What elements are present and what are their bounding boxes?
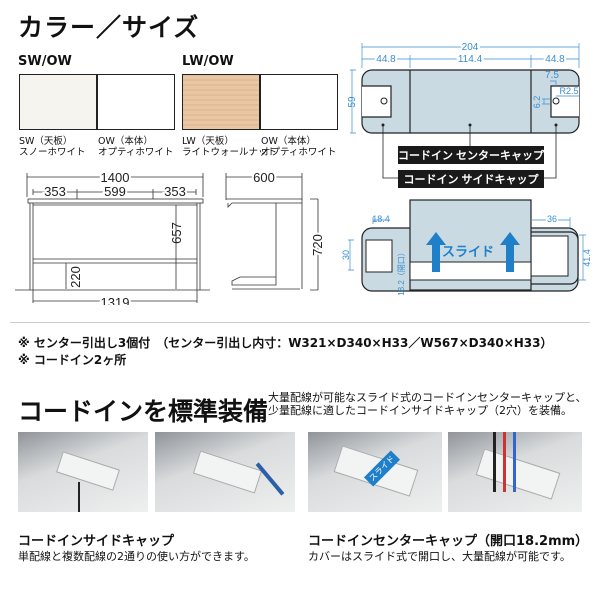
dim-center: 599 [104,184,126,199]
cord-cap-diagram: 204 44.8 114.4 44.8 59 7.5 6.2 R2.5 コードイ… [341,40,592,296]
side-cap-caption-text: 単配線と複数配線の2通りの使い方ができます。 [18,550,255,563]
swatch-optic-white [260,74,338,130]
swatch-light-walnut [182,74,260,130]
color-set-name: SW/OW [18,54,72,69]
swatch-caption: LW（天板）ライトウォールナット [182,136,278,158]
dim-depth: 600 [253,170,275,185]
feature-description: 大量配線が可能なスライド式のコードインセンターキャップと、少量配線に適したコード… [268,391,587,417]
dim-inner-height: 657 [169,222,184,244]
swatch-optic-white [97,74,175,130]
slide-dim-right-width: 36 [547,214,557,224]
photo-center-cap-closed: スライド [308,432,442,512]
swatch-snow-white [19,74,97,130]
feature-heading: コードインを標準装備 [18,397,269,426]
side-cap-caption-title: コードインサイドキャップ [18,534,175,549]
swatch-caption: SW（天板）スノーホワイト [19,136,86,158]
page-title: カラー／サイズ [18,13,200,42]
desk-dimension-drawing: 1400 353 599 353 657 220 1319 600 720 [15,168,327,305]
center-cap-caption-text: カバーはスライド式で開口し、大量配線が可能です。 [308,550,571,563]
cap-dim-center: 114.4 [458,54,483,65]
dim-right: 353 [164,184,186,199]
swatch-caption: OW（本体）オプティホワイト [261,136,337,158]
note-cord-in: ※ コードイン2ヶ所 [18,353,127,367]
slide-label: スライド [442,244,494,259]
cap-dim-radius: R2.5 [559,86,578,96]
cap-dim-notch: 7.5 [545,70,559,81]
photo-center-cap-open [448,432,582,512]
dim-leg-span: 1319 [101,295,130,305]
center-cap-caption-title: コードインセンターキャップ（開口18.2mm） [308,534,589,549]
center-cap-label: コードイン センターキャップ [398,148,545,162]
dim-drawer-clearance: 220 [68,266,83,288]
cap-dim-notch-height: 6.2 [532,96,542,109]
cap-dim-height: 59 [347,96,358,108]
divider [10,322,590,323]
cap-dim-side-left: 44.8 [376,54,396,65]
color-set-name: LW/OW [182,54,234,69]
side-cap-label: コードイン サイドキャップ [403,172,539,186]
slide-dim-right-height: 41.4 [582,249,592,267]
slide-dim-opening: 18.2（開口） [397,248,406,296]
slide-dim-left-height: 30 [341,250,351,260]
photo-side-cap-multiple [155,432,295,512]
dim-height: 720 [310,234,325,256]
slide-dim-left-width: 18.4 [372,214,390,224]
dim-width: 1400 [101,170,130,185]
note-drawers: ※ センター引出し3個付 （センター引出し内寸：W321×D340×H33／W5… [18,336,553,350]
cap-dim-side-right: 44.8 [545,54,565,65]
swatch-caption: OW（本体）オプティホワイト [98,136,174,158]
cap-dim-total: 204 [462,42,479,53]
photo-side-cap-single [18,432,148,512]
dim-left: 353 [44,184,66,199]
